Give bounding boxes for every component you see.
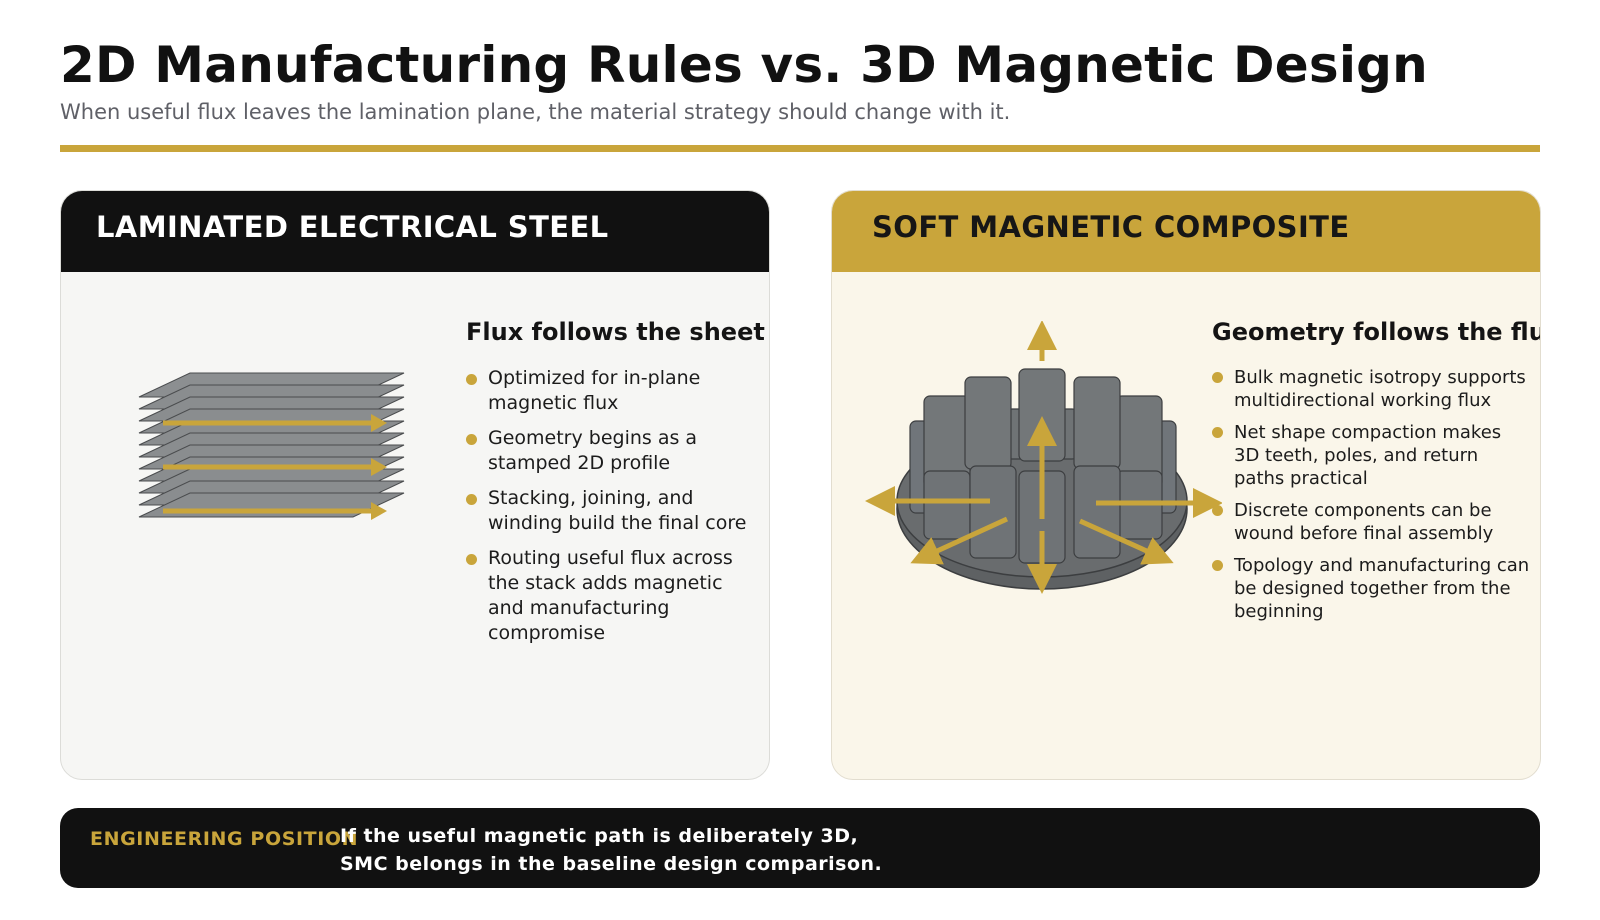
engineering-position-label: ENGINEERING POSITION bbox=[90, 828, 359, 850]
list-item: Routing useful flux across the stack add… bbox=[466, 546, 756, 646]
list-item: Optimized for in-plane magnetic flux bbox=[466, 366, 756, 416]
smc-bullets: Bulk magnetic isotropy supports multidir… bbox=[1212, 366, 1532, 632]
bullet-dot-icon bbox=[1212, 427, 1223, 438]
laminated-steel-panel: LAMINATED ELECTRICAL STEEL Flux follows … bbox=[60, 190, 770, 780]
engineering-position-text: If the useful magnetic path is deliberat… bbox=[340, 822, 1040, 878]
engineering-position-banner: ENGINEERING POSITION If the useful magne… bbox=[60, 808, 1540, 888]
bullet-dot-icon bbox=[466, 434, 477, 445]
list-item: Discrete components can be wound before … bbox=[1212, 499, 1532, 545]
flux-arrow-head-icon bbox=[371, 458, 387, 476]
bullet-dot-icon bbox=[1212, 505, 1223, 516]
bullet-dot-icon bbox=[466, 494, 477, 505]
page-title: 2D Manufacturing Rules vs. 3D Magnetic D… bbox=[60, 36, 1428, 94]
laminated-steel-title: LAMINATED ELECTRICAL STEEL bbox=[96, 210, 609, 244]
smc-core-3d-flux-icon bbox=[865, 321, 1222, 594]
list-item: Stacking, joining, and winding build the… bbox=[466, 486, 756, 536]
bullet-dot-icon bbox=[1212, 560, 1223, 571]
laminated-steel-heading: Flux follows the sheet bbox=[466, 318, 765, 346]
smc-panel: SOFT MAGNETIC COMPOSITE bbox=[831, 190, 1541, 780]
accent-rule bbox=[60, 145, 1540, 152]
stacked-laminations-icon bbox=[138, 372, 405, 520]
list-item: Geometry begins as a stamped 2D profile bbox=[466, 426, 756, 476]
smc-header: SOFT MAGNETIC COMPOSITE bbox=[832, 191, 1540, 272]
bullet-dot-icon bbox=[1212, 372, 1223, 383]
laminated-steel-bullets: Optimized for in-plane magnetic flux Geo… bbox=[466, 366, 756, 656]
engineering-position-line-2: SMC belongs in the baseline design compa… bbox=[340, 853, 883, 875]
bullet-dot-icon bbox=[466, 374, 477, 385]
list-item: Topology and manufacturing can be design… bbox=[1212, 554, 1532, 623]
engineering-position-line-1: If the useful magnetic path is deliberat… bbox=[340, 825, 859, 847]
list-item: Bulk magnetic isotropy supports multidir… bbox=[1212, 366, 1532, 412]
flux-arrow-head-icon bbox=[371, 502, 387, 520]
smc-heading: Geometry follows the flux bbox=[1212, 318, 1541, 346]
smc-title: SOFT MAGNETIC COMPOSITE bbox=[872, 210, 1350, 244]
page-subtitle: When useful flux leaves the lamination p… bbox=[60, 100, 1011, 124]
list-item: Net shape compaction makes 3D teeth, pol… bbox=[1212, 421, 1532, 490]
bullet-dot-icon bbox=[466, 554, 477, 565]
flux-arrow-head-icon bbox=[371, 414, 387, 432]
laminated-steel-header: LAMINATED ELECTRICAL STEEL bbox=[61, 191, 769, 272]
